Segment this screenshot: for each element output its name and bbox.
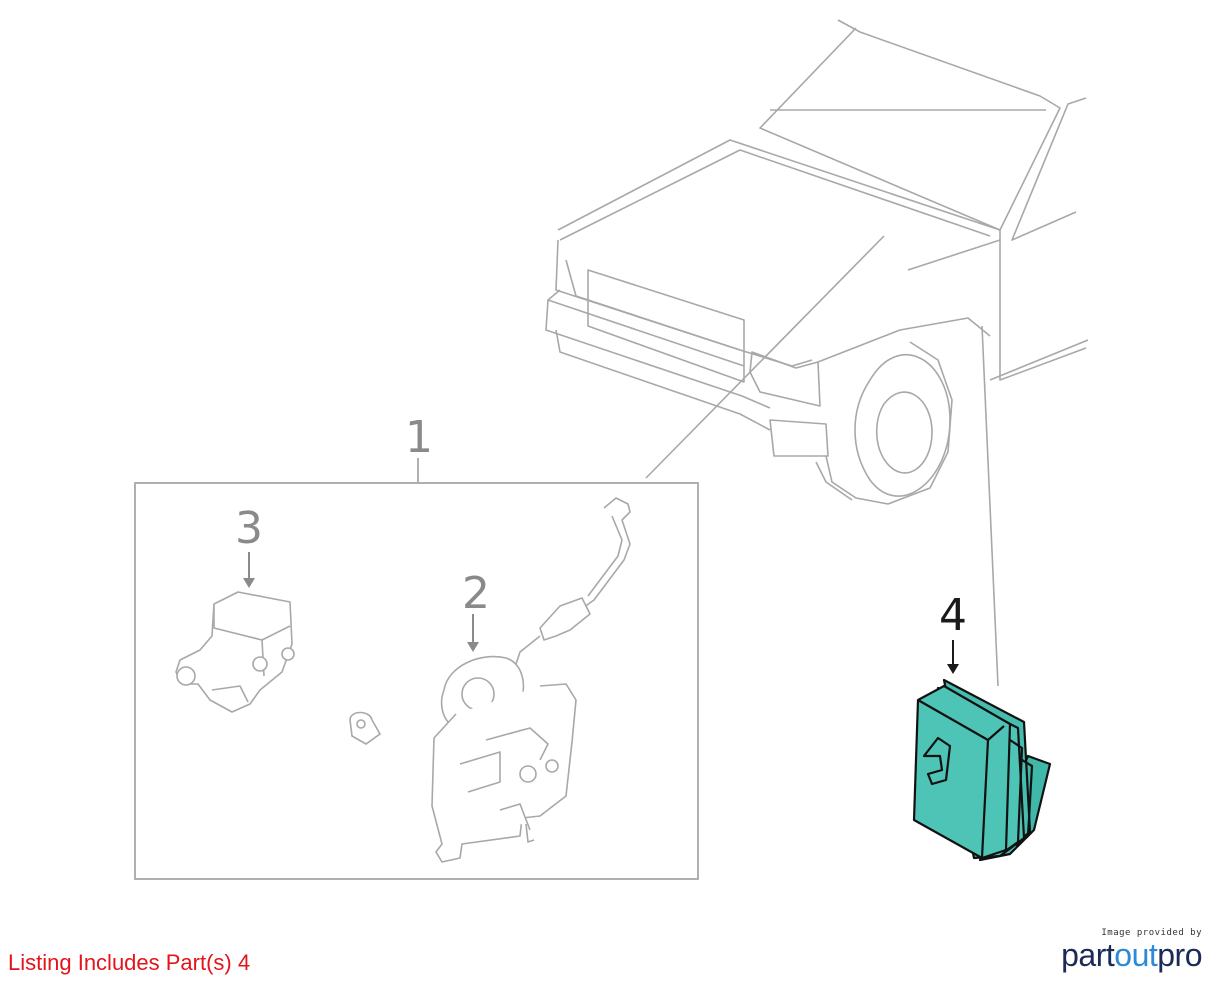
listing-note: Listing Includes Part(s) 4 [8,950,251,975]
truck-outline [545,19,1089,505]
assembly-box [134,482,699,880]
brand-name: partoutpro [1061,938,1202,972]
brand-prefix: part [1061,937,1115,973]
control-module-part [912,678,1052,862]
callout-3: 3 [235,503,263,554]
leader-assembly [645,235,885,479]
callout-2: 2 [462,568,490,619]
image-credit: Image provided by [1101,928,1202,938]
leader-module [981,325,999,687]
clip-part [349,711,382,745]
callout-arrows [243,552,959,674]
actuator-part [431,497,631,863]
callout-4: 4 [939,590,967,641]
brand-accent: out [1114,937,1158,973]
brand-logo: Image provided by partoutpro [1061,928,1202,972]
servo-part [175,591,295,713]
callout-1: 1 [405,412,433,463]
brand-suffix: pro [1157,937,1202,973]
